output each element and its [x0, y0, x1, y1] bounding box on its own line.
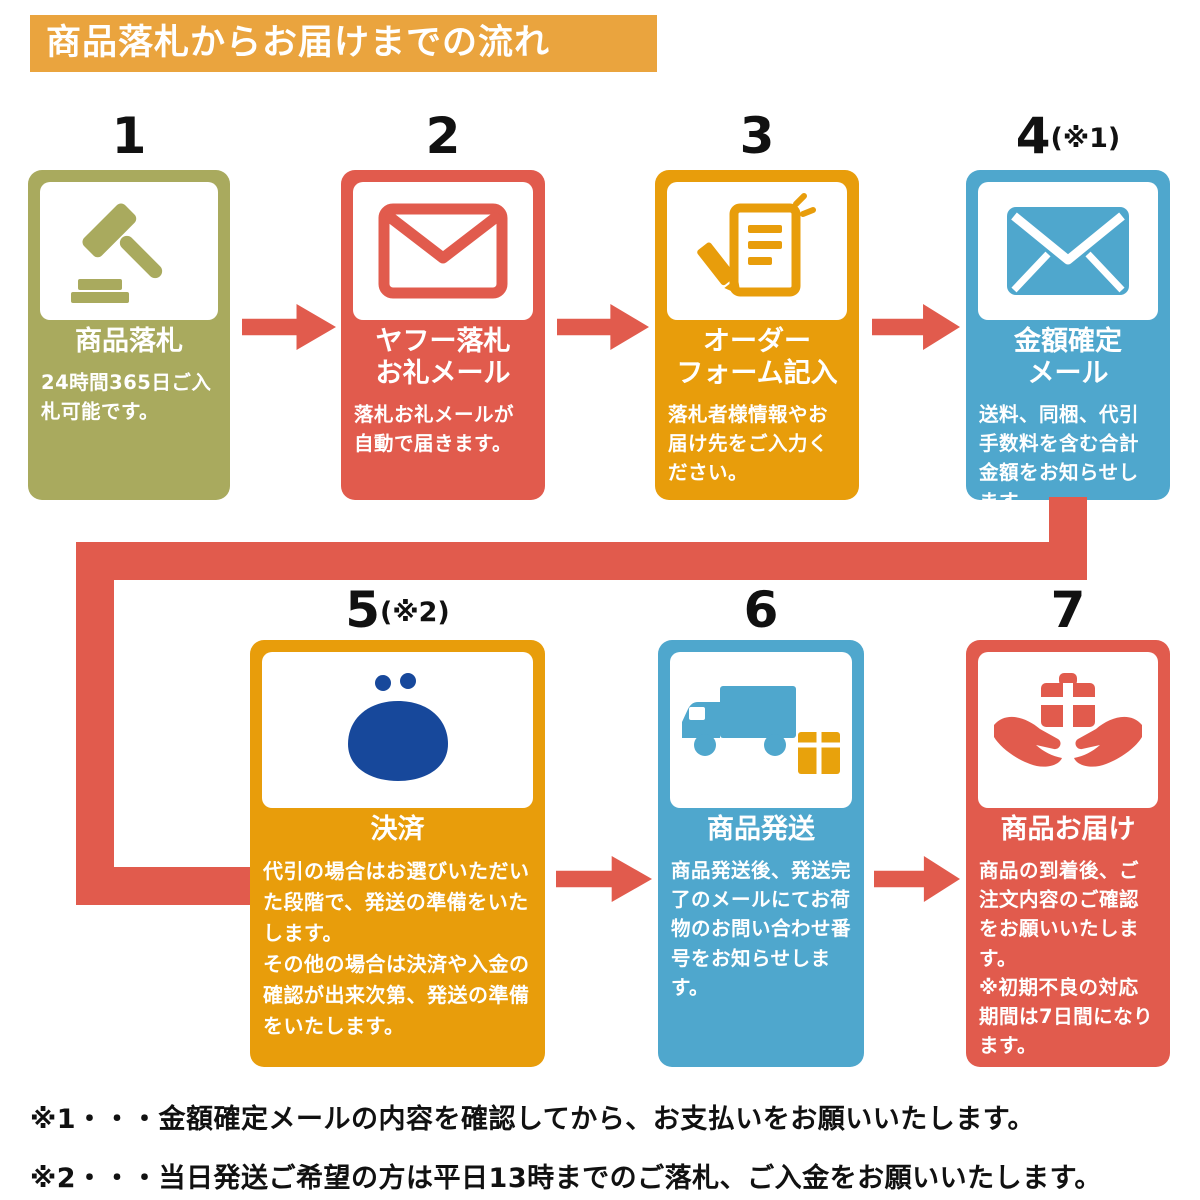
step-card-delivery: 商品お届け 商品の到着後、ご注文内容のご確認をお願いいたします。 ※初期不良の対…: [966, 640, 1170, 1067]
step-title: 決済: [370, 814, 425, 845]
step-number-5: 5(※2): [250, 582, 545, 638]
arrow-right-icon: [874, 856, 960, 902]
hands-package-icon: [978, 652, 1158, 808]
step-card-order-form: オーダー フォーム記入 落札者様情報やお届け先をご入力ください。: [655, 170, 859, 500]
step-number-4: 4(※1): [966, 108, 1170, 164]
flow-connector: [76, 867, 252, 905]
step-card-shipping: 商品発送 商品発送後、発送完了のメールにてお荷物のお問い合わせ番号をお知らせしま…: [658, 640, 864, 1067]
step-number-3: 3: [655, 108, 859, 164]
step-desc: 24時間365日ご入札可能です。: [41, 370, 212, 424]
step-card-thankyou-mail: ヤフー落札 お礼メール 落札お礼メールが自動で届きます。: [341, 170, 545, 500]
step-number-6: 6: [658, 582, 864, 638]
step-number-text: 6: [743, 581, 779, 639]
step-number-text: 4: [1015, 107, 1051, 165]
step-card-payment: 決済 代引の場合はお選びいただいた段階で、発送の準備をいたします。 その他の場合…: [250, 640, 545, 1067]
step-number-text: 3: [739, 107, 775, 165]
step-number-text: 5: [345, 581, 381, 639]
page-title: 商品落札からお届けまでの流れ: [30, 15, 657, 72]
step-card-auction: 商品落札 24時間365日ご入札可能です。: [28, 170, 230, 500]
step-title: 商品発送: [707, 814, 815, 845]
step-desc: 落札者様情報やお届け先をご入力ください。: [668, 402, 829, 485]
flow-connector: [76, 542, 1087, 580]
coin-purse-icon: [262, 652, 533, 808]
step-desc: 送料、同梱、代引手数料を含む合計金額をお知らせします。: [979, 402, 1140, 500]
arrow-right-icon: [242, 304, 336, 350]
step-desc: 落札お礼メールが自動で届きます。: [354, 402, 515, 455]
step-number-text: 2: [425, 107, 461, 165]
step-title: 商品落札: [75, 326, 183, 357]
step-desc: 代引の場合はお選びいただいた段階で、発送の準備をいたします。 その他の場合は決済…: [263, 858, 530, 1038]
delivery-truck-icon: [670, 652, 852, 808]
step-title: オーダー フォーム記入: [676, 326, 838, 389]
thankyou-mail-icon: [353, 182, 533, 320]
footnote-1: ※1・・・金額確定メールの内容を確認してから、お支払いをお願いいたします。: [30, 1104, 1036, 1135]
order-form-icon: [667, 182, 847, 320]
step-desc: 商品の到着後、ご注文内容のご確認をお願いいたします。 ※初期不良の対応期間は7日…: [979, 858, 1154, 1058]
step-number-suffix: (※1): [1050, 123, 1121, 154]
step-number-suffix: (※2): [380, 597, 450, 628]
step-number-2: 2: [341, 108, 545, 164]
step-desc: 商品発送後、発送完了のメールにてお荷物のお問い合わせ番号をお知らせします。: [671, 858, 852, 999]
arrow-right-icon: [556, 856, 652, 902]
step-number-text: 7: [1050, 581, 1086, 639]
arrow-right-icon: [557, 304, 649, 350]
price-mail-icon: [978, 182, 1158, 320]
flow-connector: [76, 542, 114, 905]
step-number-1: 1: [28, 108, 230, 164]
step-title: 商品お届け: [1000, 814, 1136, 845]
step-title: ヤフー落札 お礼メール: [375, 326, 511, 389]
step-title: 金額確定 メール: [1014, 326, 1122, 389]
step-number-text: 1: [111, 107, 147, 165]
step-card-price-mail: 金額確定 メール 送料、同梱、代引手数料を含む合計金額をお知らせします。: [966, 170, 1170, 500]
footnote-2: ※2・・・当日発送ご希望の方は平日13時までのご落札、ご入金をお願いいたします。: [30, 1163, 1102, 1194]
step-number-7: 7: [966, 582, 1170, 638]
auction-gavel-icon: [40, 182, 218, 320]
arrow-right-icon: [872, 304, 960, 350]
